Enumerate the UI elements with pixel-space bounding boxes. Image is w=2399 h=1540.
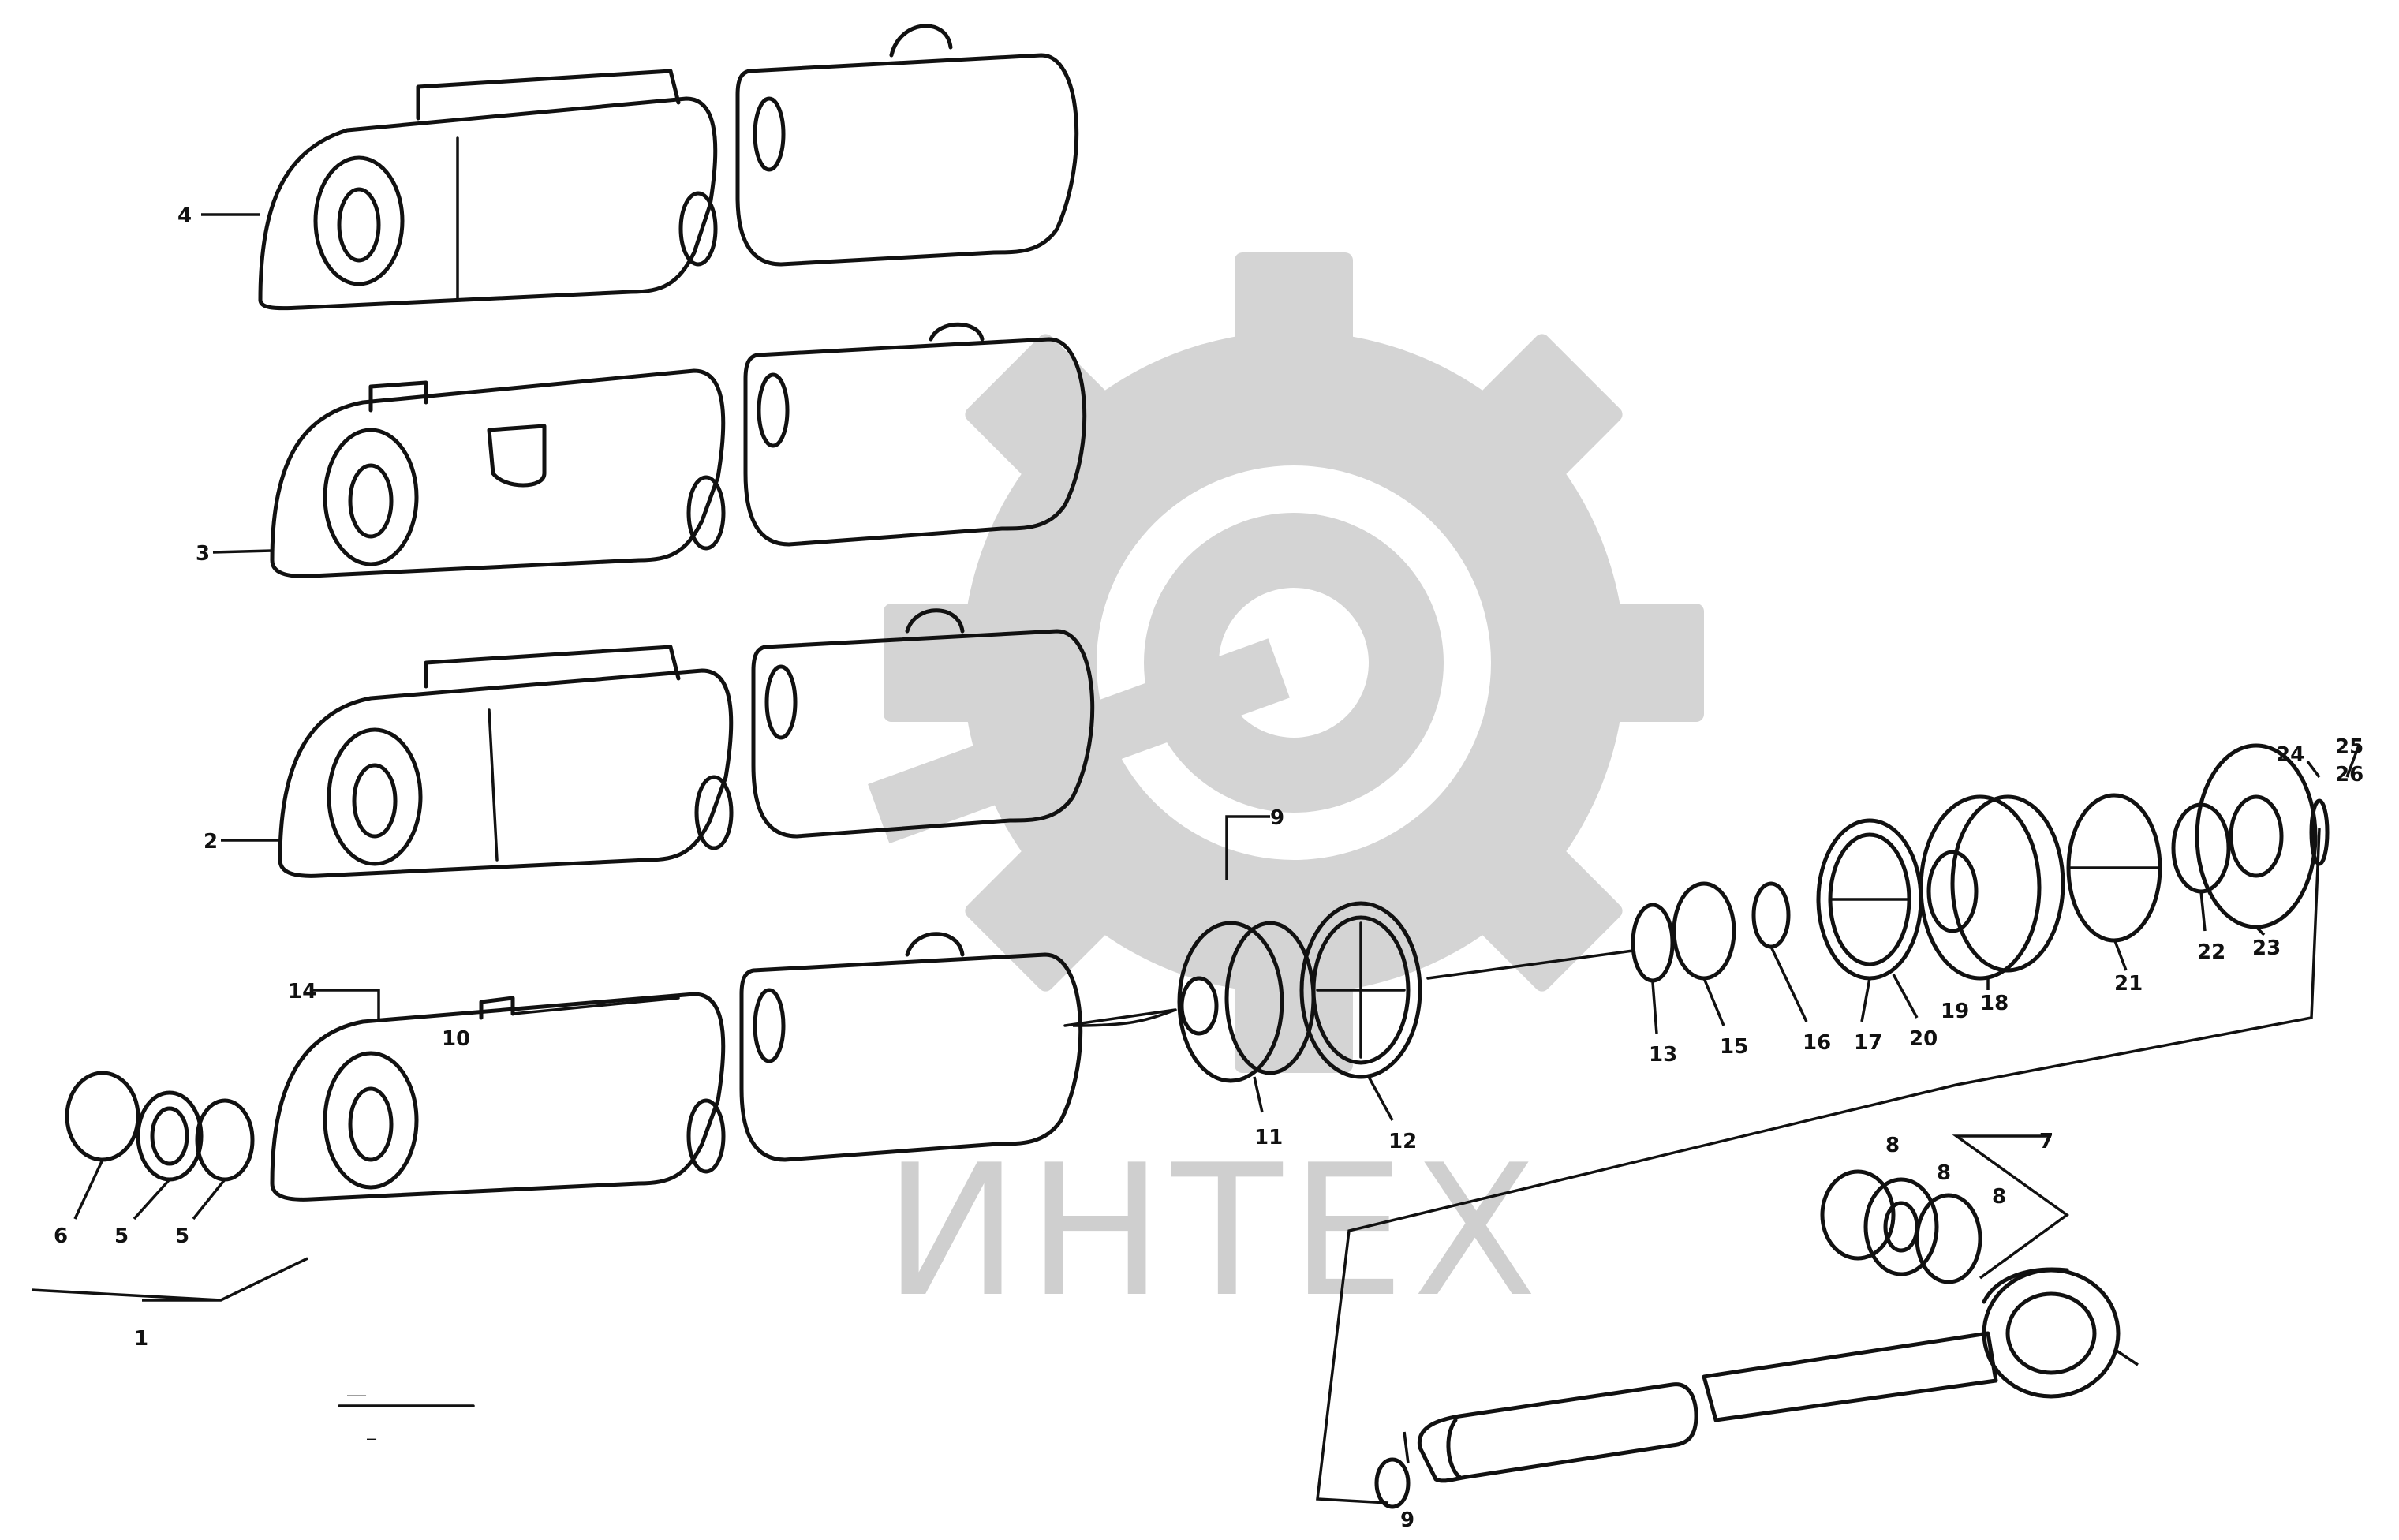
callout-22: 22: [2197, 940, 2225, 964]
drawing-code: ——: [347, 1385, 367, 1404]
watermark-gear-icon: ИНТЕХ: [868, 252, 1704, 1337]
piston-components: [1063, 743, 2330, 1083]
callout-8-b: 8: [1937, 1161, 1951, 1185]
cylinder-assembly-4: [258, 24, 1079, 311]
callout-5-a: 5: [114, 1224, 129, 1248]
piston-rod-assembly: [1374, 1169, 2121, 1509]
callout-9-b: 9: [1400, 1508, 1414, 1532]
callout-20: 20: [1909, 1027, 1938, 1051]
callout-5-b: 5: [175, 1224, 189, 1248]
callout-7: 7: [2039, 1130, 2053, 1153]
callout-21: 21: [2114, 972, 2143, 996]
bearing-seals-left: [65, 1071, 255, 1182]
callout-labels: 4 3 2 14 1 6 5 5 7 8 8 8 9 9 10 11 12 13…: [54, 204, 2364, 1532]
callout-6: 6: [54, 1224, 68, 1248]
callout-24: 24: [2276, 743, 2304, 767]
callout-10: 10: [442, 1027, 470, 1051]
callout-16: 16: [1803, 1031, 1831, 1055]
callout-3: 3: [196, 542, 210, 566]
callout-4: 4: [177, 204, 192, 228]
callout-18: 18: [1980, 992, 2009, 1015]
callout-1: 1: [134, 1327, 148, 1351]
callout-23: 23: [2252, 936, 2281, 960]
cylinder-assembly-2: [278, 608, 1095, 878]
callout-17: 17: [1854, 1031, 1882, 1055]
callout-25: 25: [2335, 735, 2364, 759]
callout-19: 19: [1941, 1000, 1969, 1023]
callout-11: 11: [1254, 1126, 1283, 1149]
cylinder-assembly-3: [270, 322, 1087, 578]
callout-8-a: 8: [1885, 1134, 1900, 1157]
callout-2: 2: [204, 830, 218, 854]
callout-14: 14: [288, 980, 316, 1004]
drawing-number-note: —— —: [338, 1385, 475, 1448]
callout-13: 13: [1649, 1043, 1677, 1067]
leader-lines: [31, 213, 2360, 1504]
cylinder-assembly-1: [270, 932, 1083, 1202]
callout-26: 26: [2335, 763, 2364, 787]
callout-9-a: 9: [1270, 806, 1284, 830]
callout-8-c: 8: [1992, 1185, 2006, 1209]
callout-15: 15: [1720, 1035, 1748, 1059]
callout-12: 12: [1388, 1130, 1417, 1153]
drawing-number: —: [367, 1429, 377, 1448]
watermark-text: ИНТЕХ: [884, 1127, 1545, 1337]
